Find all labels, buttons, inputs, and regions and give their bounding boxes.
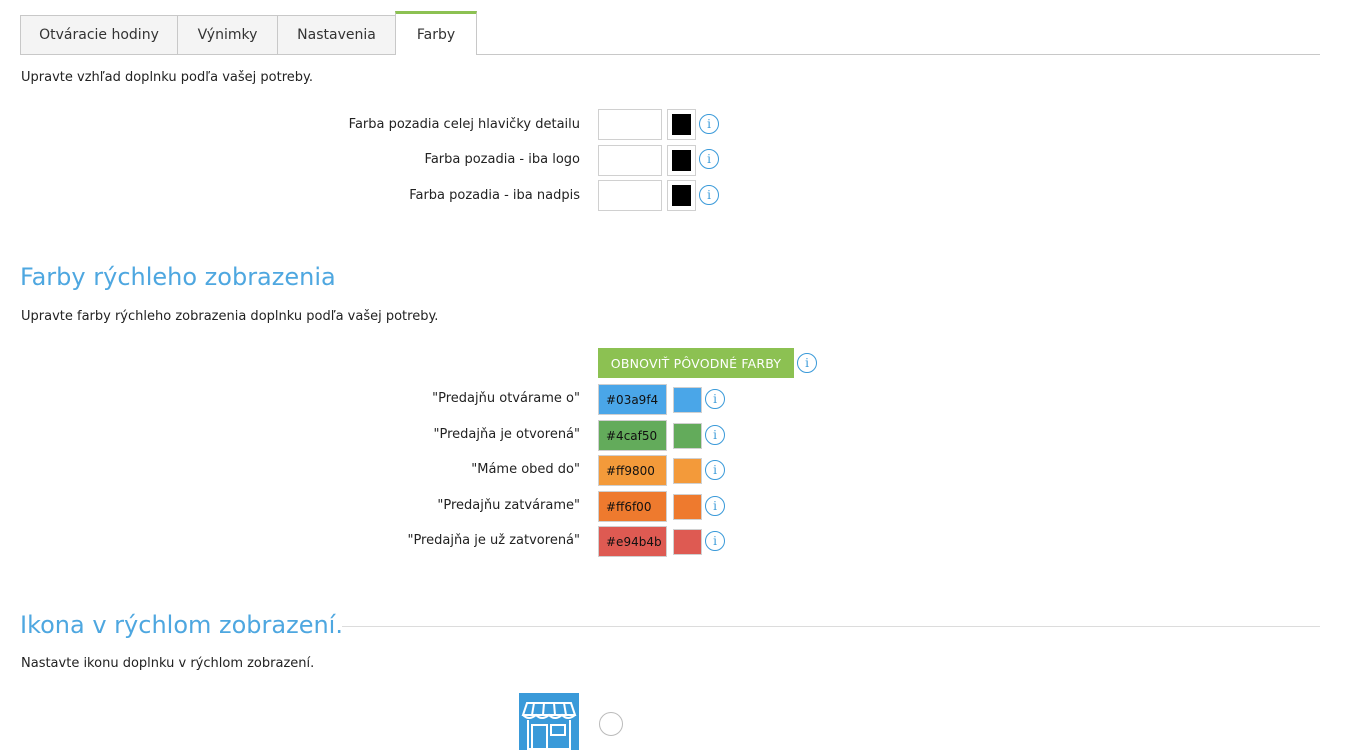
info-icon[interactable]: i [705, 460, 725, 480]
logo-color-input[interactable] [598, 145, 662, 176]
color-picker-swatch[interactable] [673, 458, 702, 484]
section-divider [342, 626, 1320, 627]
tab-vynimky[interactable]: Výnimky [177, 15, 278, 54]
swatch-fill [672, 150, 691, 171]
quick-view-color-input[interactable]: #ff9800 [598, 455, 667, 486]
info-icon[interactable]: i [797, 353, 817, 373]
quick-view-color-label: "Predajňa je otvorená" [433, 427, 581, 442]
quick-view-title: Farby rýchleho zobrazenia [20, 263, 336, 291]
quick-view-description: Upravte farby rýchleho zobrazenia doplnk… [21, 309, 439, 324]
quick-view-color-label: "Máme obed do" [471, 462, 580, 477]
quick-view-color-label: "Predajňu zatvárame" [437, 498, 580, 513]
title-color-input[interactable] [598, 180, 662, 211]
icon-radio-button[interactable] [599, 712, 623, 736]
info-icon[interactable]: i [705, 425, 725, 445]
color-picker-swatch[interactable] [673, 494, 702, 520]
header-color-label: Farba pozadia celej hlavičky detailu [348, 117, 580, 132]
swatch-fill [672, 185, 691, 206]
store-icon[interactable] [519, 693, 579, 750]
quick-view-color-input[interactable]: #e94b4b [598, 526, 667, 557]
quick-view-color-input[interactable]: #ff6f00 [598, 491, 667, 522]
color-picker-swatch[interactable] [667, 180, 696, 211]
tab-label: Otváracie hodiny [39, 27, 159, 43]
color-picker-swatch[interactable] [673, 387, 702, 413]
tab-otvaracie-hodiny[interactable]: Otváracie hodiny [20, 15, 178, 54]
tab-label: Farby [416, 26, 456, 43]
color-picker-swatch[interactable] [673, 529, 702, 555]
info-icon[interactable]: i [699, 185, 719, 205]
tabs-baseline [20, 54, 1320, 55]
tab-nastavenia[interactable]: Nastavenia [277, 15, 396, 54]
tab-label: Nastavenia [297, 27, 376, 43]
color-picker-swatch[interactable] [667, 109, 696, 140]
quick-view-color-label: "Predajňu otvárame o" [432, 391, 580, 406]
tab-farby[interactable]: Farby [395, 11, 477, 55]
intro-text: Upravte vzhľad doplnku podľa vašej potre… [21, 70, 313, 85]
tab-label: Výnimky [197, 27, 258, 43]
color-picker-swatch[interactable] [667, 145, 696, 176]
reset-colors-button[interactable]: OBNOVIŤ PÔVODNÉ FARBY [598, 348, 794, 378]
info-icon[interactable]: i [699, 149, 719, 169]
color-picker-swatch[interactable] [673, 423, 702, 449]
quick-view-color-label: "Predajňa je už zatvorená" [407, 533, 580, 548]
swatch-fill [672, 114, 691, 135]
info-icon[interactable]: i [699, 114, 719, 134]
quick-view-color-input[interactable]: #03a9f4 [598, 384, 667, 415]
info-icon[interactable]: i [705, 496, 725, 516]
icon-section-title: Ikona v rýchlom zobrazení. [20, 611, 343, 639]
icon-section-description: Nastavte ikonu doplnku v rýchlom zobraze… [21, 656, 315, 671]
info-icon[interactable]: i [705, 389, 725, 409]
header-color-input[interactable] [598, 109, 662, 140]
header-color-label: Farba pozadia - iba nadpis [409, 188, 580, 203]
info-icon[interactable]: i [705, 531, 725, 551]
header-color-label: Farba pozadia - iba logo [424, 152, 580, 167]
quick-view-color-input[interactable]: #4caf50 [598, 420, 667, 451]
